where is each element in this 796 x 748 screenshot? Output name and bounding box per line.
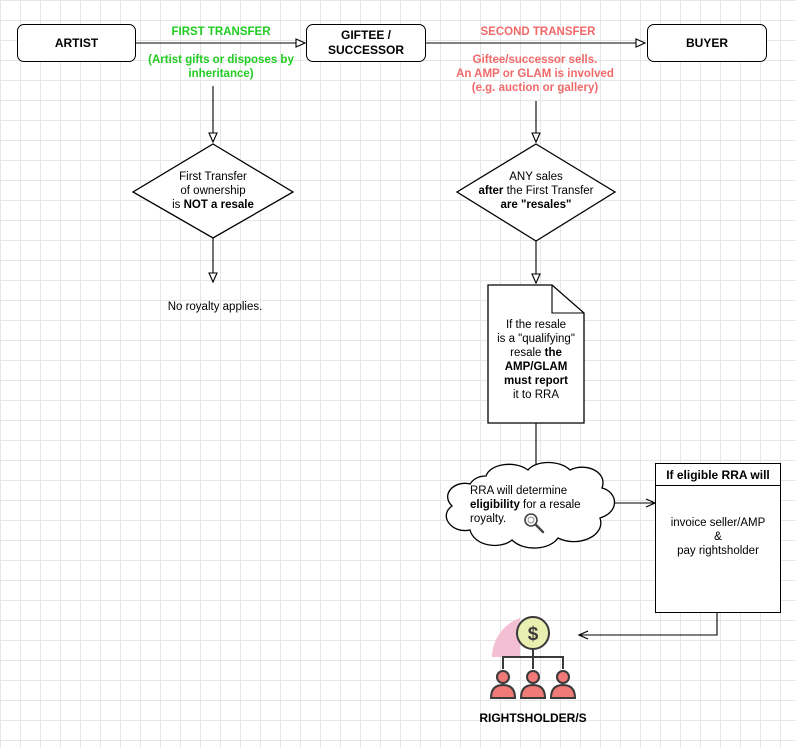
second-transfer-line1: Giftee/successor sells. [472, 54, 598, 66]
first-transfer-title: FIRST TRANSFER [171, 26, 271, 38]
document-line3-pre: resale [510, 347, 545, 359]
decision-first-line2: of ownership [180, 185, 246, 197]
second-transfer-line3: (e.g. auction or gallery) [471, 82, 599, 94]
first-transfer-note: (Artist gifts or disposes by inheritance… [148, 54, 294, 80]
node-buyer-label: BUYER [685, 35, 728, 50]
document-line1: If the resale [505, 319, 567, 331]
node-artist[interactable]: ARTIST [17, 24, 136, 62]
decision-second-shape [455, 143, 617, 242]
document-text: If the resale is a "qualifying" resale t… [488, 318, 584, 402]
document-line3-bold: the [544, 347, 562, 359]
cloud-line1: RRA will determine [470, 485, 568, 497]
edge-label-second-transfer: SECOND TRANSFER [440, 25, 636, 39]
cloud-text: RRA will determine eligibility for a res… [470, 484, 594, 526]
decision-first-text: First Transfer of ownership is NOT a res… [153, 170, 273, 212]
document-line4-bold: AMP/GLAM [504, 361, 568, 373]
node-rightsholders-label: RIGHTSHOLDER/S [463, 711, 603, 725]
decision-second-text: ANY sales after the First Transfer are "… [466, 170, 606, 212]
decision-second-line3-bold: are "resales" [500, 199, 572, 211]
edge-panel-to-rightsholders [577, 613, 718, 640]
edge-note-first-transfer: (Artist gifts or disposes by inheritance… [146, 53, 296, 81]
document-line6: it to RRA [512, 389, 559, 401]
panel-body: invoice seller/AMP & pay rightsholder [656, 516, 780, 558]
cloud-line2-rest: for a resale [519, 499, 581, 511]
panel-eligible[interactable]: If eligible RRA will invoice seller/AMP … [655, 463, 781, 613]
panel-line1: invoice seller/AMP [670, 517, 766, 529]
decision-second-line1: ANY sales [509, 171, 563, 183]
cloud-line3: royalty. [470, 513, 507, 525]
node-giftee[interactable]: GIFTEE / SUCCESSOR [306, 24, 426, 62]
no-royalty-label: No royalty applies. [167, 301, 263, 313]
second-transfer-line2: An AMP or GLAM is involved [456, 68, 614, 80]
edge-note-second-transfer: Giftee/successor sells. An AMP or GLAM i… [430, 53, 640, 95]
node-artist-label: ARTIST [54, 35, 99, 50]
cloud-shape [445, 461, 616, 549]
decision-second-line2-bold: after [478, 185, 504, 197]
document-line5-bold: must report [504, 375, 568, 387]
decision-second-line2-rest: the First Transfer [503, 185, 594, 197]
document-fold [551, 285, 584, 314]
decision-first-line3-pre: is [172, 199, 184, 211]
document-line2: is a "qualifying" [497, 333, 575, 345]
node-buyer[interactable]: BUYER [647, 24, 767, 62]
second-transfer-title: SECOND TRANSFER [480, 26, 596, 38]
document-shape [487, 284, 585, 424]
decision-first-line1: First Transfer [179, 171, 247, 183]
panel-line2: & [714, 531, 722, 543]
magnifier-icon [524, 513, 545, 534]
node-giftee-label: GIFTEE / SUCCESSOR [327, 28, 404, 57]
cloud-line2-bold: eligibility [470, 499, 520, 511]
decision-first-shape [131, 143, 295, 239]
edge-label-first-transfer: FIRST TRANSFER [140, 25, 302, 39]
rightsholders-label: RIGHTSHOLDER/S [479, 711, 587, 725]
panel-title: If eligible RRA will [656, 464, 780, 486]
decision-first-line3-bold: NOT a resale [183, 199, 254, 211]
node-no-royalty: No royalty applies. [150, 300, 280, 314]
svg-text:$: $ [528, 624, 539, 645]
dollar-people-hierarchy-icon: $ [489, 616, 577, 699]
panel-line3: pay rightsholder [677, 545, 759, 557]
